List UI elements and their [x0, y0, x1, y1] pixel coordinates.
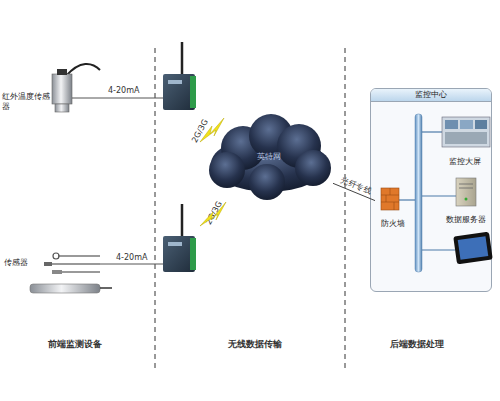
tablet-icon — [453, 232, 493, 265]
wireless-bolt — [200, 202, 226, 226]
container-heading: 监控中心 — [371, 89, 491, 102]
cloud-label: 英特网 — [257, 152, 281, 162]
sensor-label-node: 红外温度传感器 — [2, 92, 50, 122]
network-bus — [415, 114, 422, 272]
edge-label: 光纤专线 — [339, 175, 373, 197]
video-wall-node: 监控大屏 — [437, 117, 493, 167]
section-title: 后端数据处理 — [390, 338, 444, 351]
firewall-node: 防火墙 — [375, 187, 411, 229]
internet-cloud: 英特网 — [205, 112, 333, 202]
firewall-icon — [381, 188, 399, 210]
infrared-sensor-icon — [52, 64, 100, 112]
server-icon — [456, 178, 476, 206]
bus-link — [422, 131, 442, 132]
bus-link — [422, 195, 456, 196]
signal-label: 2G/3G — [190, 118, 210, 145]
bus-link — [422, 249, 455, 250]
signal-label: 4-20mA — [116, 253, 147, 262]
probe-sensors-icon — [30, 253, 112, 293]
section-title: 无线数据传输 — [228, 338, 282, 351]
dtu-device — [163, 42, 196, 110]
node-label: 数据服务器 — [446, 215, 486, 225]
node-label: 监控大屏 — [449, 157, 481, 167]
bus-link — [398, 199, 415, 200]
monitor-center-box: 监控中心防火墙 监控大屏数据服务器 — [370, 88, 492, 292]
signal-label: 2G/3G — [204, 200, 224, 227]
node-label: 防火墙 — [381, 219, 405, 229]
node-label: 传感器 — [4, 258, 44, 268]
fiber-link — [333, 183, 375, 200]
sensor-label-node: 传感器 — [4, 258, 44, 272]
signal-wire — [72, 98, 163, 99]
section-divider — [155, 48, 156, 372]
section-title: 前端监测设备 — [48, 338, 102, 351]
data-server-node: 数据服务器 — [439, 177, 493, 225]
video-wall-icon — [442, 117, 490, 147]
node-label: 红外温度传感器 — [2, 92, 50, 112]
dtu-device — [163, 204, 196, 272]
signal-wire — [100, 264, 163, 265]
signal-label: 4-20mA — [108, 86, 139, 95]
section-divider — [345, 48, 346, 372]
wireless-bolt — [200, 118, 224, 142]
